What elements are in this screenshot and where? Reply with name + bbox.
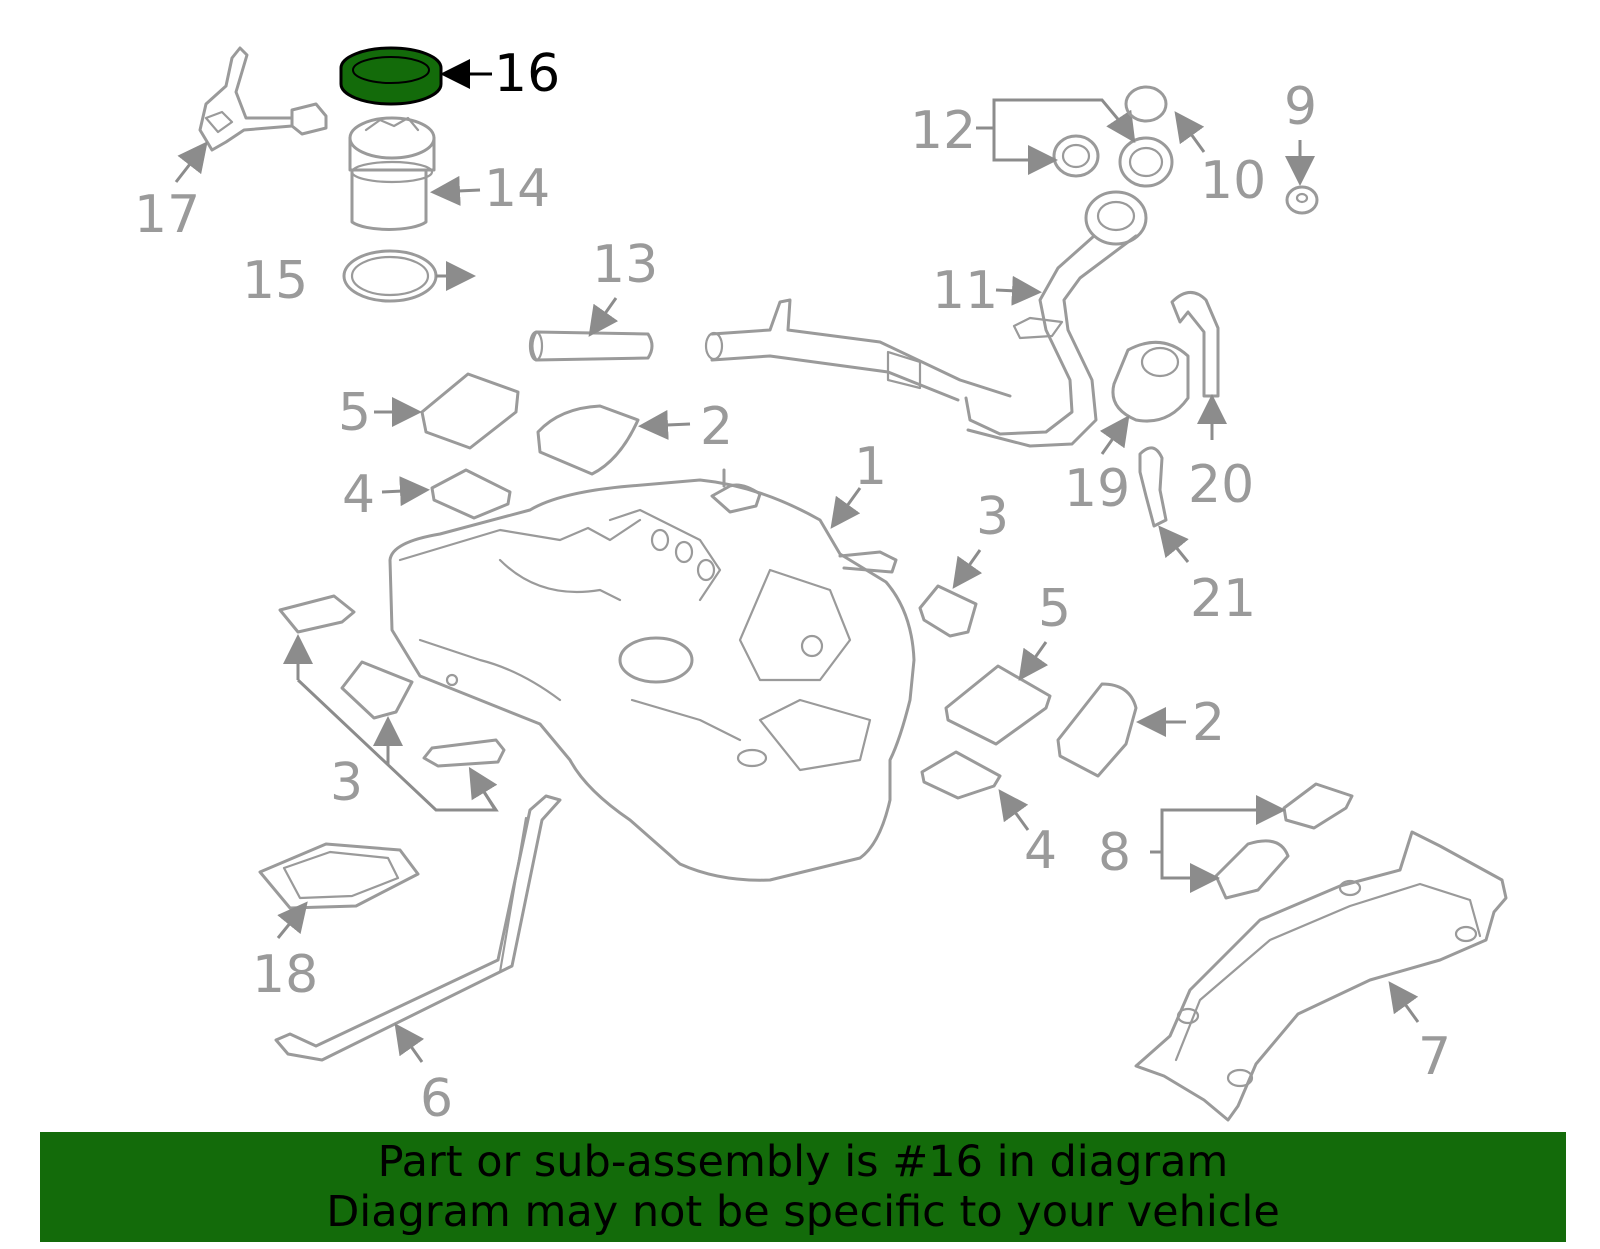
part-12-seals[interactable]: [1052, 134, 1174, 188]
leader-12-bracket: [976, 98, 1134, 137]
callout-6: 6: [420, 1069, 453, 1129]
leader-3b: [952, 549, 983, 589]
part-16-lock-ring[interactable]: [339, 46, 443, 106]
callout-1: 1: [854, 437, 887, 497]
leader-7: [1388, 981, 1420, 1023]
callout-10: 10: [1200, 151, 1266, 211]
callout-3b: 3: [976, 487, 1009, 547]
part-4-pad-upper[interactable]: [430, 468, 512, 520]
callout-11: 11: [932, 261, 998, 321]
callout-2b: 2: [1192, 693, 1225, 753]
info-banner: Part or sub-assembly is #16 in diagram D…: [40, 1132, 1566, 1242]
callout-18: 18: [252, 945, 318, 1005]
part-3-pads-left[interactable]: [278, 594, 506, 768]
part-20-hose[interactable]: [1170, 291, 1220, 398]
callout-16: 16: [494, 44, 560, 104]
part-13-hose[interactable]: [528, 330, 654, 362]
leader-12-arrow: [1106, 109, 1136, 143]
leader-1: [830, 487, 862, 529]
part-2-insulator-upper[interactable]: [536, 404, 640, 476]
part-8-pads[interactable]: [1214, 782, 1354, 900]
leader-18: [276, 901, 308, 939]
part-21-hose[interactable]: [1138, 446, 1168, 528]
leader-5b: [1018, 641, 1049, 681]
part-5-insulator-upper[interactable]: [420, 372, 520, 450]
leader-12-lower: [992, 128, 1058, 175]
callout-4b: 4: [1024, 821, 1057, 881]
callout-3a: 3: [330, 753, 363, 813]
leader-8-bracket: [1150, 808, 1270, 854]
callout-21: 21: [1190, 569, 1256, 629]
part-18-cover-plate[interactable]: [258, 842, 420, 910]
part-1-fuel-tank[interactable]: [388, 468, 916, 882]
part-5-insulator-right[interactable]: [944, 664, 1052, 746]
callout-15: 15: [242, 251, 308, 311]
callout-7: 7: [1418, 1027, 1451, 1087]
callout-20: 20: [1188, 455, 1254, 515]
leader-8-lower: [1160, 852, 1214, 880]
leader-17: [174, 141, 208, 183]
part-10-o-ring[interactable]: [1124, 85, 1168, 123]
callout-12: 12: [910, 101, 976, 161]
leader-3a: [296, 640, 499, 812]
banner-line-2: Diagram may not be specific to your vehi…: [326, 1187, 1280, 1237]
leader-6: [394, 1023, 425, 1063]
part-3-pad-right[interactable]: [918, 584, 978, 638]
callout-14: 14: [484, 159, 550, 219]
banner-line-1: Part or sub-assembly is #16 in diagram: [377, 1137, 1229, 1187]
leader-11: [995, 275, 1042, 306]
part-15-gasket[interactable]: [342, 249, 438, 303]
leader-13: [588, 297, 619, 337]
callout-19: 19: [1064, 459, 1130, 519]
leader-21: [1158, 525, 1190, 563]
part-9-washer[interactable]: [1285, 185, 1319, 215]
leader-10: [1174, 111, 1206, 153]
callout-17: 17: [134, 185, 200, 245]
leader-4b: [998, 789, 1030, 831]
part-2-insulator-right[interactable]: [1056, 682, 1138, 778]
part-11-filler-pipe[interactable]: [704, 190, 1148, 448]
callout-13: 13: [592, 235, 658, 295]
part-7-heat-shield[interactable]: [1134, 830, 1508, 1122]
part-6-tank-strap[interactable]: [274, 794, 562, 1062]
leader-14: [430, 175, 481, 206]
leader-4a: [381, 476, 430, 507]
leader-19: [1099, 415, 1130, 455]
callout-2a: 2: [700, 397, 733, 457]
part-17-fuel-level-sender[interactable]: [198, 46, 328, 152]
callout-8: 8: [1098, 823, 1131, 883]
part-4-pad-right[interactable]: [920, 750, 1002, 800]
part-19-grommet[interactable]: [1111, 340, 1190, 423]
callout-4a: 4: [342, 465, 375, 525]
callout-9: 9: [1284, 77, 1317, 137]
leader-2a: [638, 409, 691, 440]
callout-5b: 5: [1038, 579, 1071, 639]
leader-3a-right: [468, 766, 498, 809]
callout-5a: 5: [338, 383, 371, 443]
part-14-fuel-pump-assembly[interactable]: [348, 116, 436, 231]
